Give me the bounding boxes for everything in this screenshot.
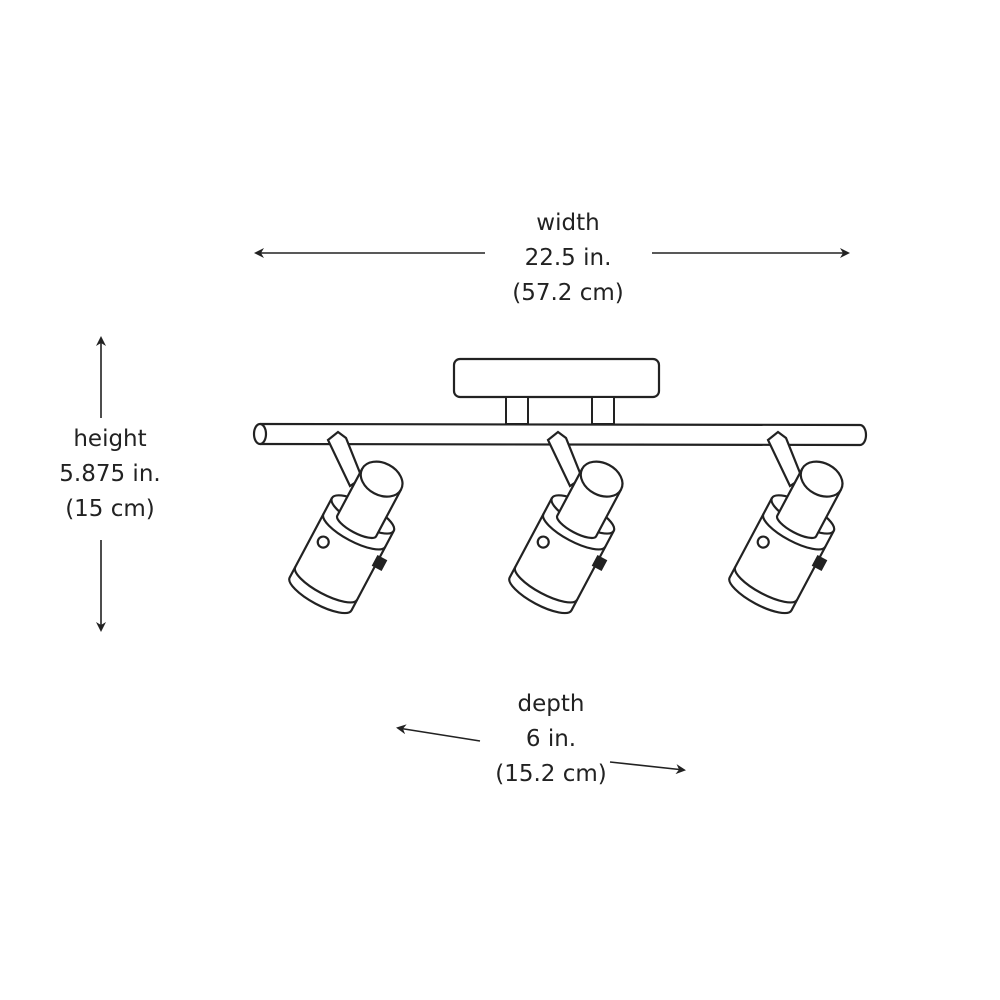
depth-arrow-right — [609, 761, 686, 775]
depth-arrow-left — [396, 724, 481, 742]
canopy-post-right — [591, 396, 615, 425]
height-label: height — [73, 426, 147, 452]
width-inches: 22.5 in. — [524, 245, 612, 271]
depth-inches: 6 in. — [525, 726, 577, 752]
width-cm: (57.2 cm) — [512, 280, 624, 306]
depth-dimension: depth 6 in. (15.2 cm) — [451, 687, 651, 792]
height-cm: (15 cm) — [65, 496, 155, 522]
depth-cm: (15.2 cm) — [495, 761, 607, 787]
spotlight-3 — [723, 430, 868, 625]
track-bar-end — [252, 422, 268, 446]
spotlight-2 — [503, 430, 648, 625]
width-dimension: width 22.5 in. (57.2 cm) — [468, 206, 668, 311]
canopy-post-left — [505, 396, 529, 425]
depth-label: depth — [517, 691, 585, 717]
canopy — [452, 357, 661, 399]
height-inches: 5.875 in. — [59, 461, 161, 487]
spotlight-1 — [283, 430, 428, 625]
width-label: width — [536, 210, 600, 236]
height-dimension: height 5.875 in. (15 cm) — [10, 422, 210, 527]
